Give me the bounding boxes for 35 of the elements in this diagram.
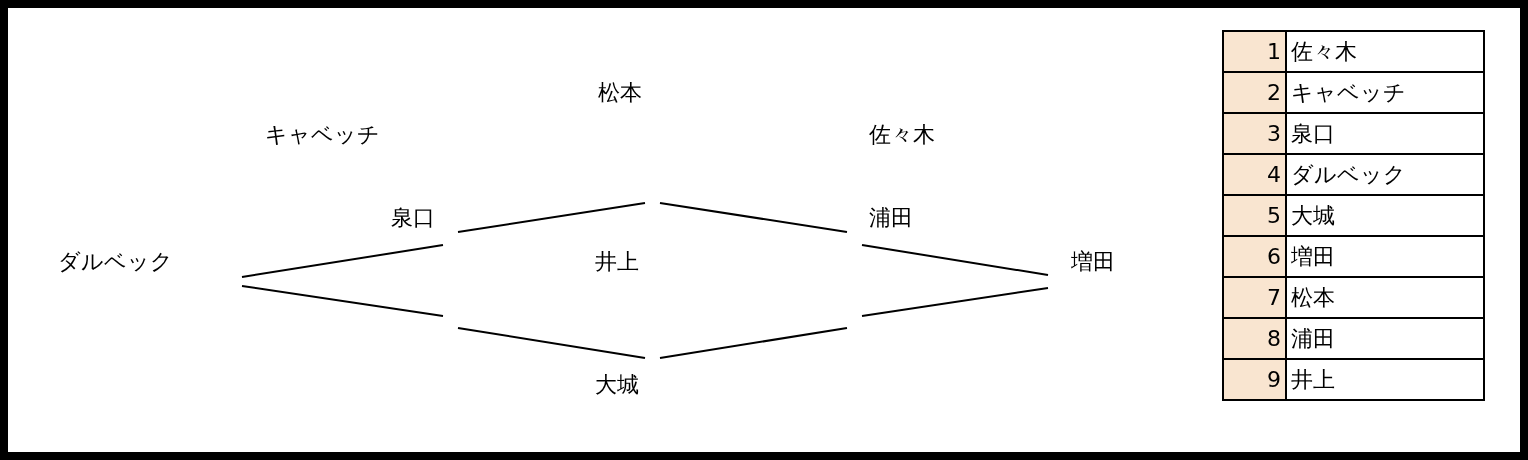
connector-line <box>241 285 444 317</box>
connector-line <box>861 287 1049 317</box>
connector-line <box>861 244 1049 276</box>
connector-line <box>241 244 444 278</box>
number-cell: 2 <box>1223 72 1286 113</box>
connector-line <box>457 327 646 359</box>
node-label: 泉口 <box>391 205 458 245</box>
number-cell: 8 <box>1223 318 1286 359</box>
connector-line <box>659 202 848 233</box>
name-cell: 松本 <box>1286 277 1484 318</box>
name-label: 松本 <box>598 80 642 106</box>
number-cell: 4 <box>1223 154 1286 195</box>
name-cell: キャベッチ <box>1286 72 1484 113</box>
node-label: 大城 <box>595 358 660 398</box>
connector-line <box>457 202 646 233</box>
name-cell: 浦田 <box>1286 318 1484 359</box>
connector-line <box>659 327 848 359</box>
number-cell: 3 <box>1223 113 1286 154</box>
node-label: 浦田 <box>847 205 913 245</box>
name-label: キャベッチ <box>264 122 380 148</box>
number-cell: 1 <box>1223 31 1286 72</box>
node-label: 増田 <box>1048 249 1115 288</box>
number-cell: 9 <box>1223 359 1286 400</box>
name-cell: 泉口 <box>1286 113 1484 154</box>
number-cell: 6 <box>1223 236 1286 277</box>
number-cell: 7 <box>1223 277 1286 318</box>
name-cell: 大城 <box>1286 195 1484 236</box>
node-label: ダルベック <box>58 249 242 288</box>
node-label: 井上 <box>595 203 660 275</box>
name-cell: 佐々木 <box>1286 31 1484 72</box>
name-label: 佐々木 <box>869 122 935 148</box>
name-cell: ダルベック <box>1286 154 1484 195</box>
name-cell: 井上 <box>1286 359 1484 400</box>
name-cell: 増田 <box>1286 236 1484 277</box>
number-cell: 5 <box>1223 195 1286 236</box>
